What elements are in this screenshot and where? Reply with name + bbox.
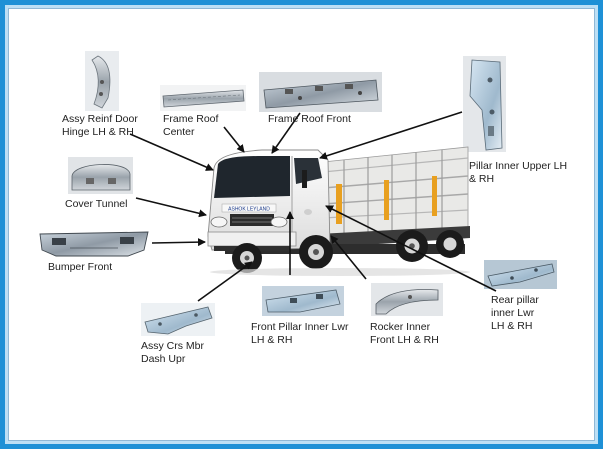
- arrow-pillar-inner-upper: [319, 111, 463, 160]
- label-assy-reinf-door-hinge: Assy Reinf Door Hinge LH & RH: [62, 113, 138, 138]
- truck-middle-wheel: [299, 235, 333, 269]
- arrow-door-hinge: [129, 133, 214, 171]
- part-photo-frame-roof-front: [259, 72, 382, 112]
- arrow-frame-roof-front: [271, 112, 301, 154]
- part-photo-crs-mbr-dash: [141, 303, 215, 336]
- part-photo-cover-tunnel: [68, 157, 133, 194]
- arrow-rocker-inner-front: [330, 235, 367, 280]
- label-assy-crs-mbr-dash-upr: Assy Crs Mbr Dash Upr: [141, 340, 204, 365]
- part-photo-bumper-front: [36, 227, 151, 259]
- arrow-crs-mbr-dash: [197, 261, 253, 302]
- label-pillar-inner-upper: Pillar Inner Upper LH & RH: [469, 160, 568, 185]
- arrow-cover-tunnel: [135, 197, 207, 218]
- label-cover-tunnel: Cover Tunnel: [65, 198, 128, 210]
- arrow-bumper-front: [151, 238, 206, 247]
- part-photo-front-pillar-inner-lwr: [262, 286, 344, 316]
- part-photo-door-hinge: [85, 51, 119, 111]
- part-photo-rocker-inner-front: [371, 283, 443, 316]
- part-photo-frame-roof-center: [160, 85, 246, 111]
- label-frame-roof-center: Frame Roof Center: [163, 113, 219, 138]
- truck-cab: [207, 149, 331, 251]
- truck-cargo-body: [318, 146, 470, 248]
- truck-rear-wheel: [396, 230, 428, 262]
- label-bumper-front: Bumper Front: [48, 261, 113, 273]
- arrow-rear-pillar-inner-lwr: [325, 205, 497, 292]
- label-frame-roof-front: Frame Roof Front: [268, 113, 351, 125]
- truck-illustration: ASHOK LEYLAND: [207, 146, 470, 276]
- truck-front-wheel: [232, 243, 262, 273]
- arrow-frame-roof-center: [223, 126, 245, 153]
- label-front-pillar-inner-lwr: Front Pillar Inner Lwr LH & RH: [251, 321, 349, 346]
- part-photo-rear-pillar-inner-lwr: [484, 260, 557, 289]
- truck-brand-text: ASHOK LEYLAND: [228, 207, 270, 213]
- label-rocker-inner-front: Rocker Inner Front LH & RH: [370, 321, 439, 346]
- truck-rear-wheel-2: [436, 230, 464, 258]
- part-photo-pillar-inner-upper: [463, 56, 506, 152]
- label-rear-pillar-inner-lwr: Rear pillar inner Lwr LH & RH: [491, 294, 539, 332]
